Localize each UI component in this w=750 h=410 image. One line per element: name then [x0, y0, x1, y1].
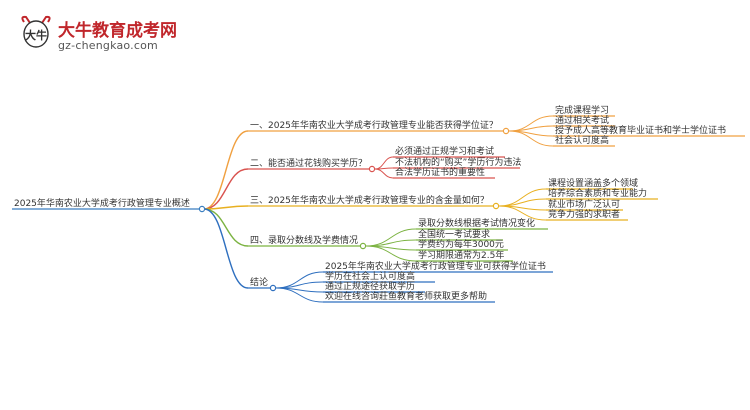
root-node: 2025年华南农业大学成考行政管理专业概述 — [14, 197, 190, 209]
branch-3-leaf-3: 就业市场广泛认可 — [548, 198, 620, 210]
branch-5-leaf-4: 欢迎在线咨询莊鱼教育老师获取更多帮助 — [325, 290, 487, 302]
branch-2-label: 二、能否通过花钱购买学历？ — [250, 157, 367, 169]
branch-5-leaf-3: 通过正规途径获取学历 — [325, 280, 415, 292]
branch-5-leaf-2: 学历在社会上认可度高 — [325, 270, 415, 282]
branch-5-link — [203, 208, 249, 289]
branch-5-dot — [269, 284, 277, 292]
branch-2-leaf-2: 不法机构的“购买”学历行为违法 — [395, 156, 521, 168]
site-logo[interactable]: 大牛 大牛教育成考网 gz-chengkao.com — [18, 14, 177, 58]
logo-emblem-text: 大牛 — [25, 28, 47, 42]
branch-2-link — [203, 168, 249, 210]
branch-3-leaf-4-link — [498, 205, 547, 221]
mind-map-links — [12, 115, 745, 303]
site-title: 大牛教育成考网 — [58, 21, 177, 41]
branch-3-leaf-4: 竞争力强的求职者 — [548, 208, 620, 220]
branch-2-leaf-1-link — [374, 156, 394, 170]
branch-5-leaf-4-link — [275, 287, 324, 303]
branch-4-leaf-1: 录取分数线根据考试情况变化 — [418, 217, 535, 229]
branch-1-leaf-4-link — [508, 130, 554, 147]
site-url: gz-chengkao.com — [58, 39, 158, 52]
branch-4-leaf-3: 学费约为每年3000元 — [418, 238, 504, 250]
branch-3-leaf-1: 课程设置涵盖多个领域 — [548, 177, 638, 189]
branch-4-label: 四、录取分数线及学费情况 — [250, 234, 358, 246]
branch-2-leaf-3-link — [374, 168, 394, 179]
branch-3-label: 三、2025年华南农业大学成考行政管理专业的含金量如何？ — [250, 194, 489, 206]
branch-1-link — [203, 130, 249, 210]
bull-logo-icon: 大牛 — [21, 15, 51, 48]
branch-1-dot — [502, 127, 510, 135]
branch-2-leaf-1: 必须通过正规学习和考试 — [395, 145, 494, 157]
branch-2-dot — [368, 165, 376, 173]
branch-3-dot — [492, 202, 500, 210]
branch-3-leaf-2: 培养综合素质和专业能力 — [548, 187, 647, 199]
branch-4-leaf-2: 全国统一考试要求 — [418, 228, 490, 240]
branch-4-link — [203, 208, 249, 247]
branch-4-dot — [359, 242, 367, 250]
branch-1-leaf-4: 社会认可度高 — [555, 134, 609, 146]
branch-3-leaf-1-link — [498, 188, 547, 207]
branch-5-label: 结论 — [250, 276, 268, 288]
branch-5-leaf-1-link — [275, 271, 324, 289]
branch-5-leaf-1: 2025年华南农业大学成考行政管理专业可获得学位证书 — [325, 260, 546, 272]
branch-2-leaf-3: 合法学历证书的重要性 — [395, 166, 485, 178]
branch-4-leaf-4: 学习期限通常为2.5年 — [418, 249, 504, 261]
branch-4-leaf-4-link — [365, 245, 417, 262]
branch-1-leaf-2: 通过相关考试 — [555, 114, 609, 126]
branch-1-label: 一、2025年华南农业大学成考行政管理专业能否获得学位证？ — [250, 119, 498, 131]
root-node-dot — [198, 205, 206, 213]
branch-1-leaf-3: 授予成人高等教育毕业证书和学士学位证书 — [555, 124, 726, 136]
branch-1-leaf-1: 完成课程学习 — [555, 104, 609, 116]
mind-map-nodes: 2025年华南农业大学成考行政管理专业概述 一、2025年华南农业大学成考行政管理… — [14, 104, 726, 302]
branch-3-link — [203, 205, 249, 210]
